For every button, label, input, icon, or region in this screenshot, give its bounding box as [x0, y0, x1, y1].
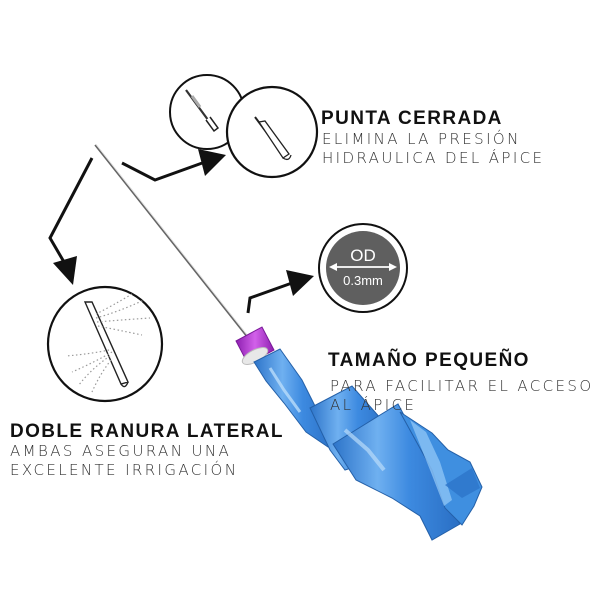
closed-tip-desc-line2: HIDRAULICA DEL ÁPICE [322, 149, 545, 167]
od-value: 0.3mm [343, 273, 383, 288]
needle-collar [235, 326, 275, 365]
arrow-icon [121, 160, 206, 182]
arrow-icon [286, 270, 314, 296]
syringe-hub [253, 348, 483, 541]
od-badge [318, 223, 408, 313]
double-slot-title: DOBLE RANURA LATERAL [10, 421, 284, 442]
small-size-desc-line2: AL ÁPICE [330, 396, 417, 414]
small-size-title: TAMAÑO PEQUEÑO [328, 350, 530, 371]
double-slot-desc-line1: AMBAS ASEGURAN UNA [10, 442, 232, 460]
arrow-icon [48, 157, 94, 263]
double-slot-desc-line2: EXCELENTE IRRIGACIÓN [10, 461, 239, 479]
small-size-desc-line1: PARA FACILITAR EL ACCESO [330, 377, 594, 395]
needle-tip-icon [225, 85, 319, 179]
arrow-icon [198, 149, 226, 176]
od-label: OD [350, 246, 376, 265]
closed-tip-title: PUNTA CERRADA [321, 108, 503, 129]
arrow-icon [53, 256, 77, 285]
spray-icon [46, 285, 164, 403]
needle-shaft [94, 144, 249, 339]
closed-tip-desc-line1: ELIMINA LA PRESIÓN [322, 130, 521, 148]
arrow-icon [246, 281, 293, 314]
